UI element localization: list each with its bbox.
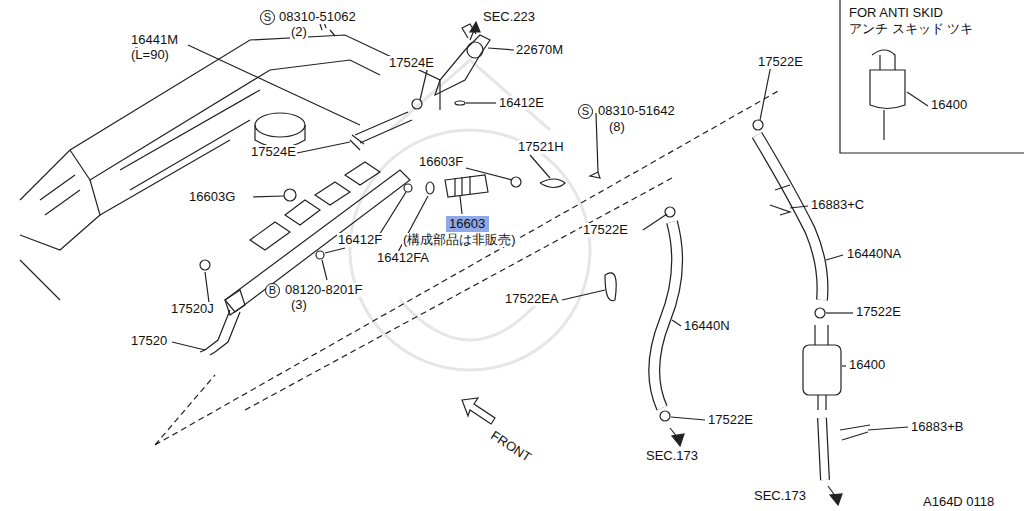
callout-number: 16400 — [931, 98, 967, 112]
inset-panel: FOR ANTI SKID アンチ スキッド ツキ 16400 — [841, 0, 1024, 152]
note-text: FOR ANTI SKID — [849, 6, 943, 20]
fastener-symbol: S — [260, 10, 275, 25]
callout-number: SEC.223 — [482, 10, 536, 24]
callout-number: 17520J — [170, 302, 215, 316]
callout-number: 08120-8201F — [284, 283, 363, 297]
highlight-box: 16603 — [446, 216, 489, 232]
callout-number: A164D 0118 — [922, 495, 995, 509]
callout-number: SEC.173 — [753, 489, 807, 503]
callout-number: 17524E — [388, 56, 435, 70]
fastener-symbol: S — [578, 104, 593, 119]
callout-number: 16603G — [188, 190, 236, 204]
callout-number: (構成部品は非販売) — [402, 233, 517, 247]
callout-number: 16441M — [130, 33, 179, 47]
callout-number: 17524E — [250, 145, 297, 159]
direction-label: FRONT — [487, 428, 534, 465]
callout-number: 16412E — [498, 96, 545, 110]
callout-number: 17522E — [855, 305, 902, 319]
callout-number: 16400 — [848, 358, 886, 372]
callout-number: 16883+C — [810, 198, 865, 212]
callout-number: (8) — [608, 120, 626, 134]
callout-number: 17520 — [130, 334, 168, 348]
callout-number: 08310-51062 — [278, 10, 357, 24]
note-text: アンチ スキッド ツキ — [849, 22, 973, 36]
callout-number: 17522E — [707, 413, 754, 427]
callout-number: 16440NA — [846, 247, 902, 261]
callout-number: (2) — [290, 25, 308, 39]
callout-number: (L=90) — [130, 48, 170, 62]
callout-number: (3) — [290, 298, 308, 312]
callout-number: 16412FA — [376, 251, 430, 265]
callout-number: 16412F — [337, 233, 383, 247]
callout-number: 16603F — [418, 155, 464, 169]
callout-number: 22670M — [515, 43, 564, 57]
callout-number: 17522EA — [504, 292, 560, 306]
callout-number: 16883+B — [910, 420, 964, 434]
callout-number: 17522E — [582, 223, 629, 237]
callout-number: 17522E — [757, 55, 804, 69]
callout-number: 08310-51642 — [597, 104, 676, 118]
fastener-symbol: B — [265, 283, 280, 298]
callout-number: SEC.173 — [645, 449, 699, 463]
callout-number: 16440N — [683, 319, 731, 333]
callout-number: 16603 — [446, 216, 489, 232]
callout-number: 17521H — [517, 140, 565, 154]
